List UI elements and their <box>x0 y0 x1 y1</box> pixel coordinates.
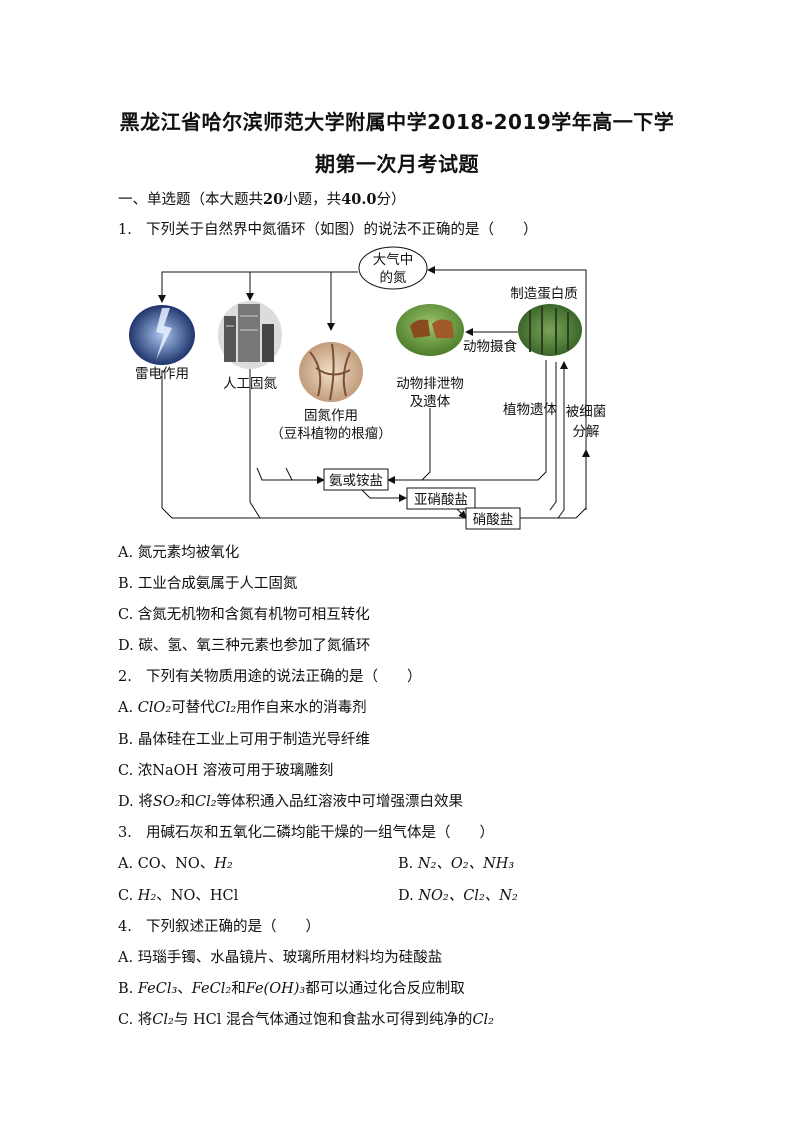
question-3-stem: 3.用碱石灰和五氧化二磷均能干燥的一组气体是（ ） <box>118 825 494 841</box>
section-heading: 一、单选题（本大题共20小题，共40.0分） <box>118 191 406 208</box>
nitrite-box <box>406 487 476 510</box>
atmosphere-node <box>358 246 428 290</box>
q2-option-d: D. 将SO₂和Cl₂等体积通入品红溶液中可增强漂白效果 <box>118 794 464 810</box>
excretion-label-2: 及遗体 <box>410 394 451 410</box>
atmosphere-label-2: 的氮 <box>380 270 407 286</box>
artificial-fixation-label: 人工固氮 <box>223 376 277 392</box>
excretion-label-1: 动物排泄物 <box>396 376 464 392</box>
q1-option-d: D. 碳、氢、氧三种元素也参加了氮循环 <box>118 638 371 654</box>
q3-option-c: C. H₂、NO、HCl <box>118 888 239 904</box>
protein-label: 制造蛋白质 <box>510 286 578 302</box>
nitrite-label: 亚硝酸盐 <box>414 492 468 508</box>
nitrogen-cycle-diagram: 大气中 的氮 雷电作用 人工固氮 固氮作用 （豆科植物的根瘤） 动物排泄物 及遗… <box>129 246 607 530</box>
q3-option-a: A. CO、NO、H₂ <box>118 856 233 872</box>
q3-option-b: B. N₂、O₂、NH₃ <box>398 856 515 872</box>
question-4-stem: 4.下列叙述正确的是（ ） <box>118 919 320 935</box>
q2-option-a: A. ClO₂可替代Cl₂用作自来水的消毒剂 <box>118 700 367 716</box>
q4-option-a: A. 玛瑙手镯、水晶镜片、玻璃所用材料均为硅酸盐 <box>118 950 443 966</box>
exam-title-line2: 期第一次月考试题 <box>315 152 479 176</box>
q2-option-c: C. 浓NaOH 溶液可用于玻璃雕刻 <box>118 763 334 779</box>
plant-remains-label: 植物遗体 <box>503 402 557 418</box>
feeding-label: 动物摄食 <box>463 338 517 355</box>
ammonia-box <box>323 468 389 491</box>
q2-option-b: B. 晶体硅在工业上可用于制造光导纤维 <box>118 732 370 748</box>
bacteria-label-2: 分解 <box>573 424 600 440</box>
cattle-image <box>396 304 464 356</box>
nitrate-label: 硝酸盐 <box>473 512 514 528</box>
atmosphere-label-1: 大气中 <box>373 252 414 268</box>
q1-option-a: A. 氮元素均被氧化 <box>118 545 240 561</box>
lightning-label: 雷电作用 <box>135 366 189 382</box>
q1-option-c: C. 含氮无机物和含氮有机物可相互转化 <box>118 607 370 623</box>
forest-image <box>518 304 582 356</box>
q4-option-c: C. 将Cl₂与 HCl 混合气体通过饱和食盐水可得到纯净的Cl₂ <box>118 1012 494 1028</box>
q4-option-b: B. FeCl₃、FeCl₂和Fe(OH)₃都可以通过化合反应制取 <box>118 981 465 997</box>
fixation-label-2: （豆科植物的根瘤） <box>270 425 392 442</box>
nitrate-box <box>465 507 521 530</box>
bacteria-label-1: 被细菌 <box>566 404 607 420</box>
question-2-stem: 2.下列有关物质用途的说法正确的是（ ） <box>118 669 422 685</box>
ammonia-label: 氨或铵盐 <box>329 473 383 489</box>
fixation-label-1: 固氮作用 <box>304 408 358 424</box>
exam-title-line1: 黑龙江省哈尔滨师范大学附属中学2018-2019学年高一下学 <box>119 110 675 134</box>
q1-option-b: B. 工业合成氨属于人工固氮 <box>118 576 298 592</box>
lightning-image <box>129 305 195 365</box>
question-1-stem: 1.下列关于自然界中氮循环（如图）的说法不正确的是（ ） <box>118 222 538 238</box>
q3-option-d: D. NO₂、Cl₂、N₂ <box>398 888 518 904</box>
